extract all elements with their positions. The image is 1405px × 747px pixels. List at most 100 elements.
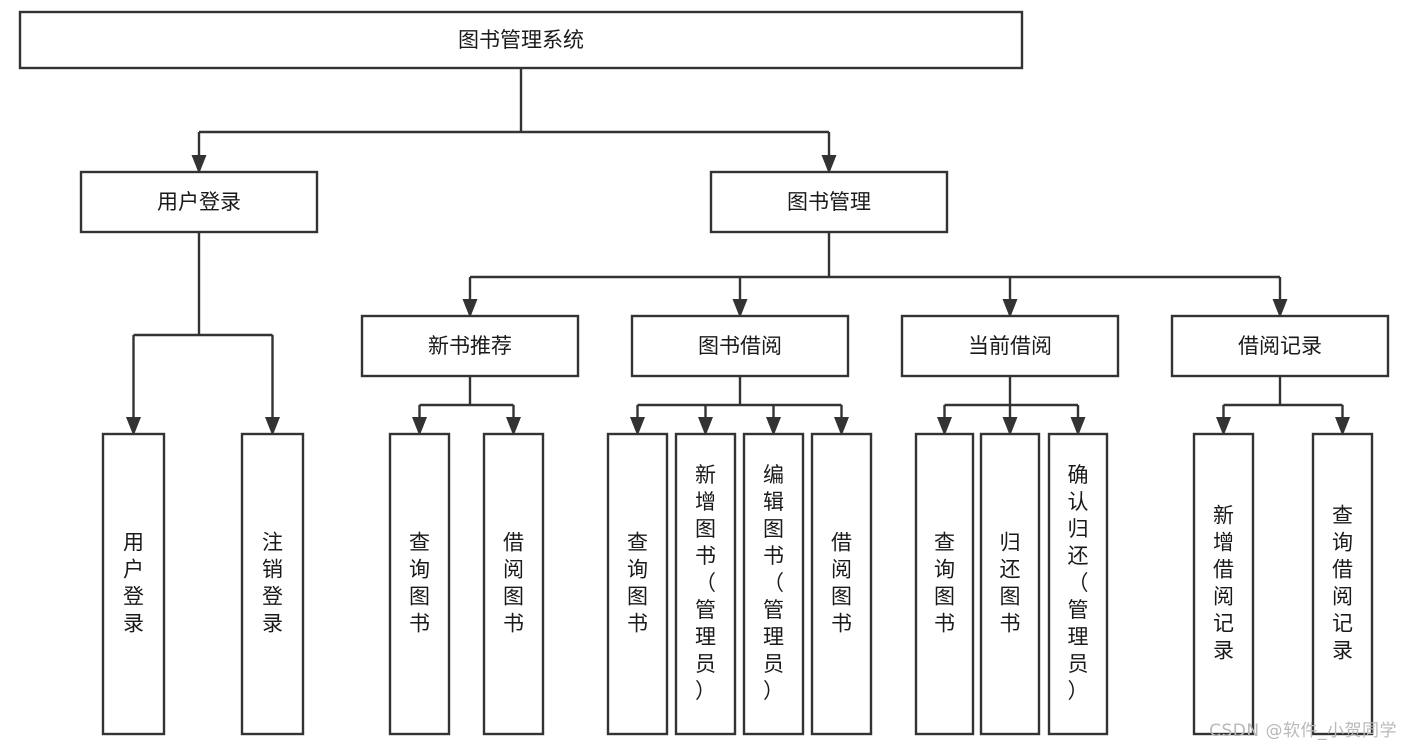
svg-text:询: 询 (934, 558, 955, 582)
svg-text:书: 书 (934, 612, 955, 636)
svg-text:录: 录 (123, 612, 144, 636)
svg-text:图: 图 (695, 517, 716, 541)
node-box-leaf-edit-book[interactable] (742, 432, 805, 736)
node-root[interactable]: 图书管理系统 (18, 10, 1024, 70)
svg-text:注: 注 (262, 531, 283, 555)
svg-text:登: 登 (123, 585, 144, 609)
svg-text:户: 户 (123, 558, 144, 582)
node-box-leaf-add-book[interactable] (674, 432, 737, 736)
node-box-borrow-record[interactable] (1170, 314, 1390, 378)
svg-text:图: 图 (831, 585, 852, 609)
node-box-leaf-borrow-book[interactable] (810, 432, 873, 736)
node-label-borrow-record: 借阅记录 (1238, 334, 1322, 358)
node-box-leaf-borrow-book-rec[interactable] (482, 432, 545, 736)
svg-text:）: ） (695, 679, 716, 703)
node-label-leaf-user-login: 用户登录 (123, 531, 144, 636)
svg-text:（: （ (1068, 571, 1089, 595)
node-box-current-borrow[interactable] (900, 314, 1120, 378)
svg-text:登: 登 (262, 585, 283, 609)
node-label-root: 图书管理系统 (458, 28, 584, 52)
node-layer: 图书管理系统用户登录图书管理新书推荐图书借阅当前借阅借阅记录用户登录注销登录查询… (18, 10, 1390, 736)
node-box-leaf-confirm-return[interactable] (1047, 432, 1109, 736)
svg-text:员: 员 (1068, 652, 1089, 676)
svg-text:询: 询 (409, 558, 430, 582)
svg-text:查: 查 (409, 531, 430, 555)
node-box-user-login[interactable] (79, 170, 319, 234)
node-label-user-login: 用户登录 (157, 190, 241, 214)
svg-text:借: 借 (1332, 558, 1353, 582)
svg-text:阅: 阅 (1332, 585, 1353, 609)
svg-text:借: 借 (503, 531, 524, 555)
svg-text:辑: 辑 (763, 490, 784, 514)
svg-text:增: 增 (695, 490, 716, 514)
svg-text:员: 员 (695, 652, 716, 676)
svg-text:书: 书 (409, 612, 430, 636)
svg-text:管: 管 (763, 598, 784, 622)
node-box-leaf-return-book[interactable] (979, 432, 1041, 736)
svg-text:借: 借 (831, 531, 852, 555)
node-box-leaf-query-book-cur[interactable] (914, 432, 975, 736)
svg-text:还: 还 (1068, 544, 1089, 568)
svg-text:理: 理 (763, 625, 784, 649)
node-box-new-book-rec[interactable] (360, 314, 580, 378)
svg-text:查: 查 (934, 531, 955, 555)
node-label-book-borrow: 图书借阅 (698, 334, 782, 358)
svg-text:管: 管 (695, 598, 716, 622)
node-current-borrow[interactable]: 当前借阅 (900, 314, 1120, 378)
svg-text:认: 认 (1068, 490, 1089, 514)
node-box-leaf-user-login[interactable] (101, 432, 166, 736)
node-box-leaf-query-book-rec[interactable] (388, 432, 451, 736)
node-leaf-user-login[interactable]: 用户登录 (101, 432, 166, 736)
svg-text:书: 书 (763, 544, 784, 568)
node-box-root[interactable] (18, 10, 1024, 70)
svg-text:书: 书 (503, 612, 524, 636)
svg-text:还: 还 (1000, 558, 1021, 582)
node-box-leaf-query-book[interactable] (606, 432, 669, 736)
node-box-book-borrow[interactable] (630, 314, 850, 378)
node-new-book-rec[interactable]: 新书推荐 (360, 314, 580, 378)
svg-text:）: ） (763, 679, 784, 703)
node-box-book-manage[interactable] (709, 170, 949, 234)
svg-text:阅: 阅 (503, 558, 524, 582)
node-borrow-record[interactable]: 借阅记录 (1170, 314, 1390, 378)
svg-text:（: （ (695, 571, 716, 595)
node-box-leaf-add-record[interactable] (1192, 432, 1255, 736)
svg-text:图: 图 (934, 585, 955, 609)
node-box-leaf-logout[interactable] (240, 432, 305, 736)
svg-text:增: 增 (1213, 531, 1234, 555)
svg-text:书: 书 (1000, 612, 1021, 636)
svg-text:图: 图 (1000, 585, 1021, 609)
svg-text:归: 归 (1068, 517, 1089, 541)
svg-text:录: 录 (1332, 639, 1353, 663)
svg-text:理: 理 (695, 625, 716, 649)
node-user-login[interactable]: 用户登录 (79, 170, 319, 234)
node-box-leaf-query-record[interactable] (1311, 432, 1374, 736)
svg-text:图: 图 (763, 517, 784, 541)
svg-text:（: （ (763, 571, 784, 595)
node-book-manage[interactable]: 图书管理 (709, 170, 949, 234)
svg-text:查: 查 (1332, 504, 1353, 528)
node-book-borrow[interactable]: 图书借阅 (630, 314, 850, 378)
svg-text:用: 用 (123, 531, 144, 555)
